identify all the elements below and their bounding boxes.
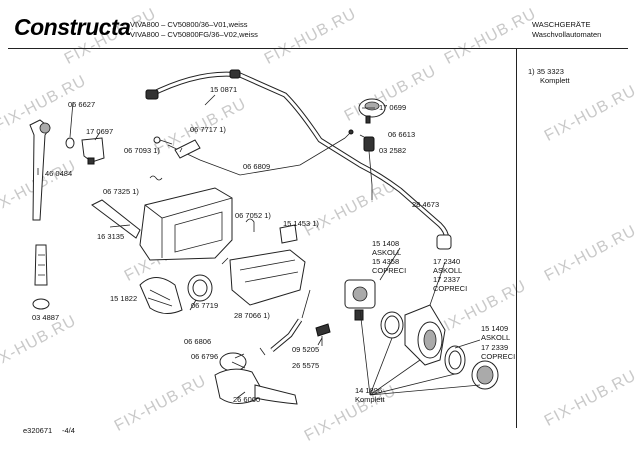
category: WASCHGERÄTE (532, 20, 591, 29)
part-label: 15 1453 1) (283, 219, 319, 228)
brand-logo: Constructa (14, 14, 131, 40)
part-label: 17 0699 (379, 103, 407, 112)
part-label: 06 6627 (68, 100, 96, 109)
part-label: 03 4887 (32, 313, 60, 322)
part-label: ASKOLL (372, 248, 402, 257)
part-label: 15 0871 (210, 85, 238, 94)
part-label: 03 2582 (379, 146, 407, 155)
part-label: 06 7717 1) (190, 125, 226, 134)
part-label: 16 3135 (97, 232, 125, 241)
header-divider (8, 48, 628, 49)
model-line-1: VIVA800 – CV50800/36–V01,weiss (130, 20, 248, 29)
part-label: 17 2340 (433, 257, 461, 266)
side-note-line-2: Komplett (540, 76, 570, 85)
part-label: 06 6806 (184, 337, 212, 346)
part-label: 14 1896 (355, 386, 383, 395)
part-label: COPRECI (481, 352, 516, 361)
part-label: Komplett (355, 395, 385, 404)
part-label: 06 7719 (191, 301, 219, 310)
part-label: COPRECI (372, 266, 407, 275)
part-label: 06 6613 (388, 130, 416, 139)
model-line-2: VIVA800 – CV50800FG/36–V02,weiss (130, 30, 258, 39)
part-label: ASKOLL (433, 266, 463, 275)
part-label: 26 6060 (233, 395, 261, 404)
doc-id: e320671 (23, 426, 53, 435)
part-label: 15 1822 (110, 294, 138, 303)
part-label: 09 5205 (292, 345, 320, 354)
part-label: 28 4673 (412, 200, 440, 209)
part-label: 06 6796 (191, 352, 219, 361)
part-label: 26 5575 (292, 361, 320, 370)
part-label: 06 7093 1) (124, 146, 160, 155)
part-label: 15 4358 (372, 257, 400, 266)
part-label: 15 1408 (372, 239, 400, 248)
part-label: 06 7052 1) (235, 211, 271, 220)
hose-end-part (145, 89, 159, 100)
part-label: 28 7066 1) (234, 311, 270, 320)
part-label: 46 0484 (45, 169, 73, 178)
part-label: 17 2339 (481, 343, 509, 352)
subcategory: Waschvollautomaten (532, 30, 602, 39)
part-label: ASKOLL (481, 333, 511, 342)
side-note-line-1: 1) 35 3323 (528, 67, 564, 76)
part-label: COPRECI (433, 284, 468, 293)
side-divider (516, 48, 517, 428)
part-label: 06 6809 (243, 162, 271, 171)
part-label: 17 0697 (86, 127, 114, 136)
part-label: 06 7325 1) (103, 187, 139, 196)
part-label: 17 2337 (433, 275, 461, 284)
part-label: 15 1409 (481, 324, 509, 333)
page-number: -4/4 (62, 426, 75, 435)
